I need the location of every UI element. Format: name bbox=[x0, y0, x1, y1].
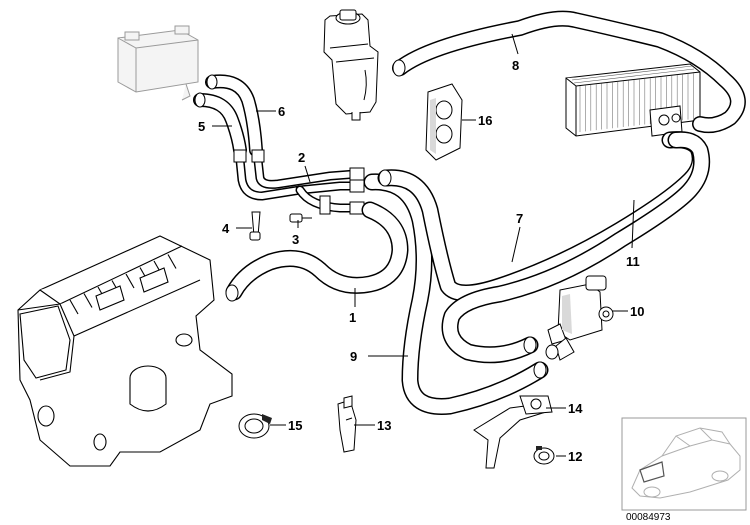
callout-13: 13 bbox=[377, 418, 391, 433]
bolt-3 bbox=[289, 213, 312, 223]
clamp-12 bbox=[533, 446, 555, 465]
callout-5: 5 bbox=[198, 119, 205, 134]
hose-6 bbox=[205, 74, 263, 157]
document-number: 00084973 bbox=[626, 512, 671, 523]
heater-core bbox=[565, 63, 701, 137]
pipe-assembly-2 bbox=[233, 149, 365, 215]
hose-8 bbox=[392, 10, 746, 134]
expansion-tank bbox=[323, 9, 379, 121]
callout-7: 7 bbox=[516, 211, 523, 226]
clamp-15 bbox=[238, 413, 272, 439]
valve-10 bbox=[545, 275, 614, 361]
bolt-4 bbox=[249, 211, 261, 241]
hose-9 bbox=[363, 173, 549, 415]
callout-14: 14 bbox=[568, 401, 583, 416]
callout-6: 6 bbox=[278, 104, 285, 119]
callout-8: 8 bbox=[512, 58, 519, 73]
callout-labels: 1 2 3 4 5 6 7 8 9 10 11 12 13 14 15 16 bbox=[198, 58, 644, 464]
engine-block bbox=[17, 235, 233, 467]
hose-5 bbox=[193, 92, 247, 157]
callout-11: 11 bbox=[626, 254, 640, 269]
callout-2: 2 bbox=[298, 150, 305, 165]
callout-12: 12 bbox=[568, 449, 582, 464]
callout-16: 16 bbox=[478, 113, 492, 128]
bracket-14 bbox=[473, 395, 553, 469]
callout-9: 9 bbox=[350, 349, 357, 364]
callout-15: 15 bbox=[288, 418, 302, 433]
callout-4: 4 bbox=[222, 221, 230, 236]
clip-13 bbox=[337, 395, 357, 453]
callout-1: 1 bbox=[349, 310, 356, 325]
bracket-16 bbox=[425, 83, 463, 161]
leader-lines bbox=[212, 33, 635, 457]
callout-3: 3 bbox=[292, 232, 299, 247]
callout-10: 10 bbox=[630, 304, 644, 319]
vehicle-thumbnail: 00084973 bbox=[621, 417, 747, 523]
hose-1 bbox=[225, 201, 409, 302]
hose-11 bbox=[441, 131, 711, 364]
ghost-battery bbox=[117, 25, 199, 101]
